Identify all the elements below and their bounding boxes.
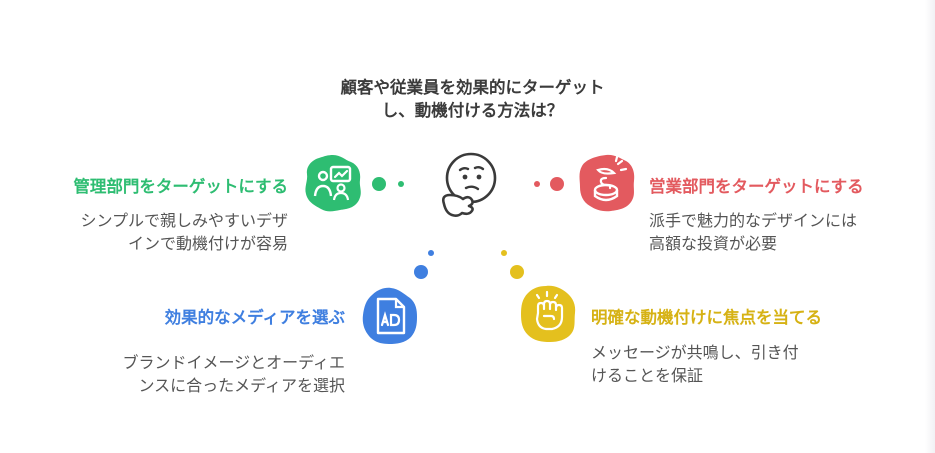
sales-desc-line-2: 高額な投資が必要 xyxy=(649,234,778,253)
connector-dot xyxy=(510,265,524,279)
thinking-face-icon xyxy=(438,149,500,217)
media-desc-line-1: ブランドイメージとオーディエ xyxy=(122,353,345,372)
connector-dot xyxy=(501,250,507,256)
media-desc-line-2: ンスに合ったメディアを選択 xyxy=(138,376,345,395)
media-description: ブランドイメージとオーディエ ンスに合ったメディアを選択 xyxy=(122,351,345,397)
sales-icon-badge xyxy=(576,152,638,214)
motivation-icon-badge xyxy=(517,283,579,345)
connector-dot xyxy=(550,177,564,191)
connector-dot xyxy=(428,250,434,256)
management-heading: 管理部門をターゲットにする xyxy=(73,177,288,196)
management-description: シンプルで親しみやすいデザ インで動機付けが容易 xyxy=(80,209,288,255)
connector-dot xyxy=(534,181,540,187)
motivation-description: メッセージが共鳴し、引き付 けることを保証 xyxy=(591,341,799,387)
connector-dot xyxy=(398,181,404,187)
title-line-1: 顧客や従業員を効果的にターゲット xyxy=(340,78,605,97)
raised-fist-icon xyxy=(521,285,576,342)
diagram-title: 顧客や従業員を効果的にターゲット し、動機付ける方法は？ xyxy=(300,76,645,122)
sales-description: 派手で魅力的なデザインには 高額な投資が必要 xyxy=(649,209,857,255)
sales-heading: 営業部門をターゲットにする xyxy=(649,177,864,196)
connector-dot xyxy=(372,177,386,191)
coin-spending-icon xyxy=(579,154,635,212)
motivation-heading: 明確な動機付けに焦点を当てる xyxy=(591,308,822,327)
sales-desc-line-1: 派手で魅力的なデザインには xyxy=(649,211,858,230)
media-heading: 効果的なメディアを選ぶ xyxy=(164,308,345,327)
management-desc-line-2: インで動機付けが容易 xyxy=(127,234,288,253)
management-desc-line-1: シンプルで親しみやすいデザ xyxy=(80,211,288,230)
connector-dot xyxy=(414,265,428,279)
management-icon-badge xyxy=(302,152,364,214)
motivation-desc-line-1: メッセージが共鳴し、引き付 xyxy=(591,343,799,362)
team-presentation-icon xyxy=(305,155,361,212)
right-edge-shade xyxy=(925,0,935,453)
ad-document-icon xyxy=(362,287,417,344)
media-icon-badge xyxy=(359,285,421,347)
motivation-desc-line-2: けることを保証 xyxy=(591,366,704,385)
title-line-2: し、動機付ける方法は？ xyxy=(381,101,564,120)
